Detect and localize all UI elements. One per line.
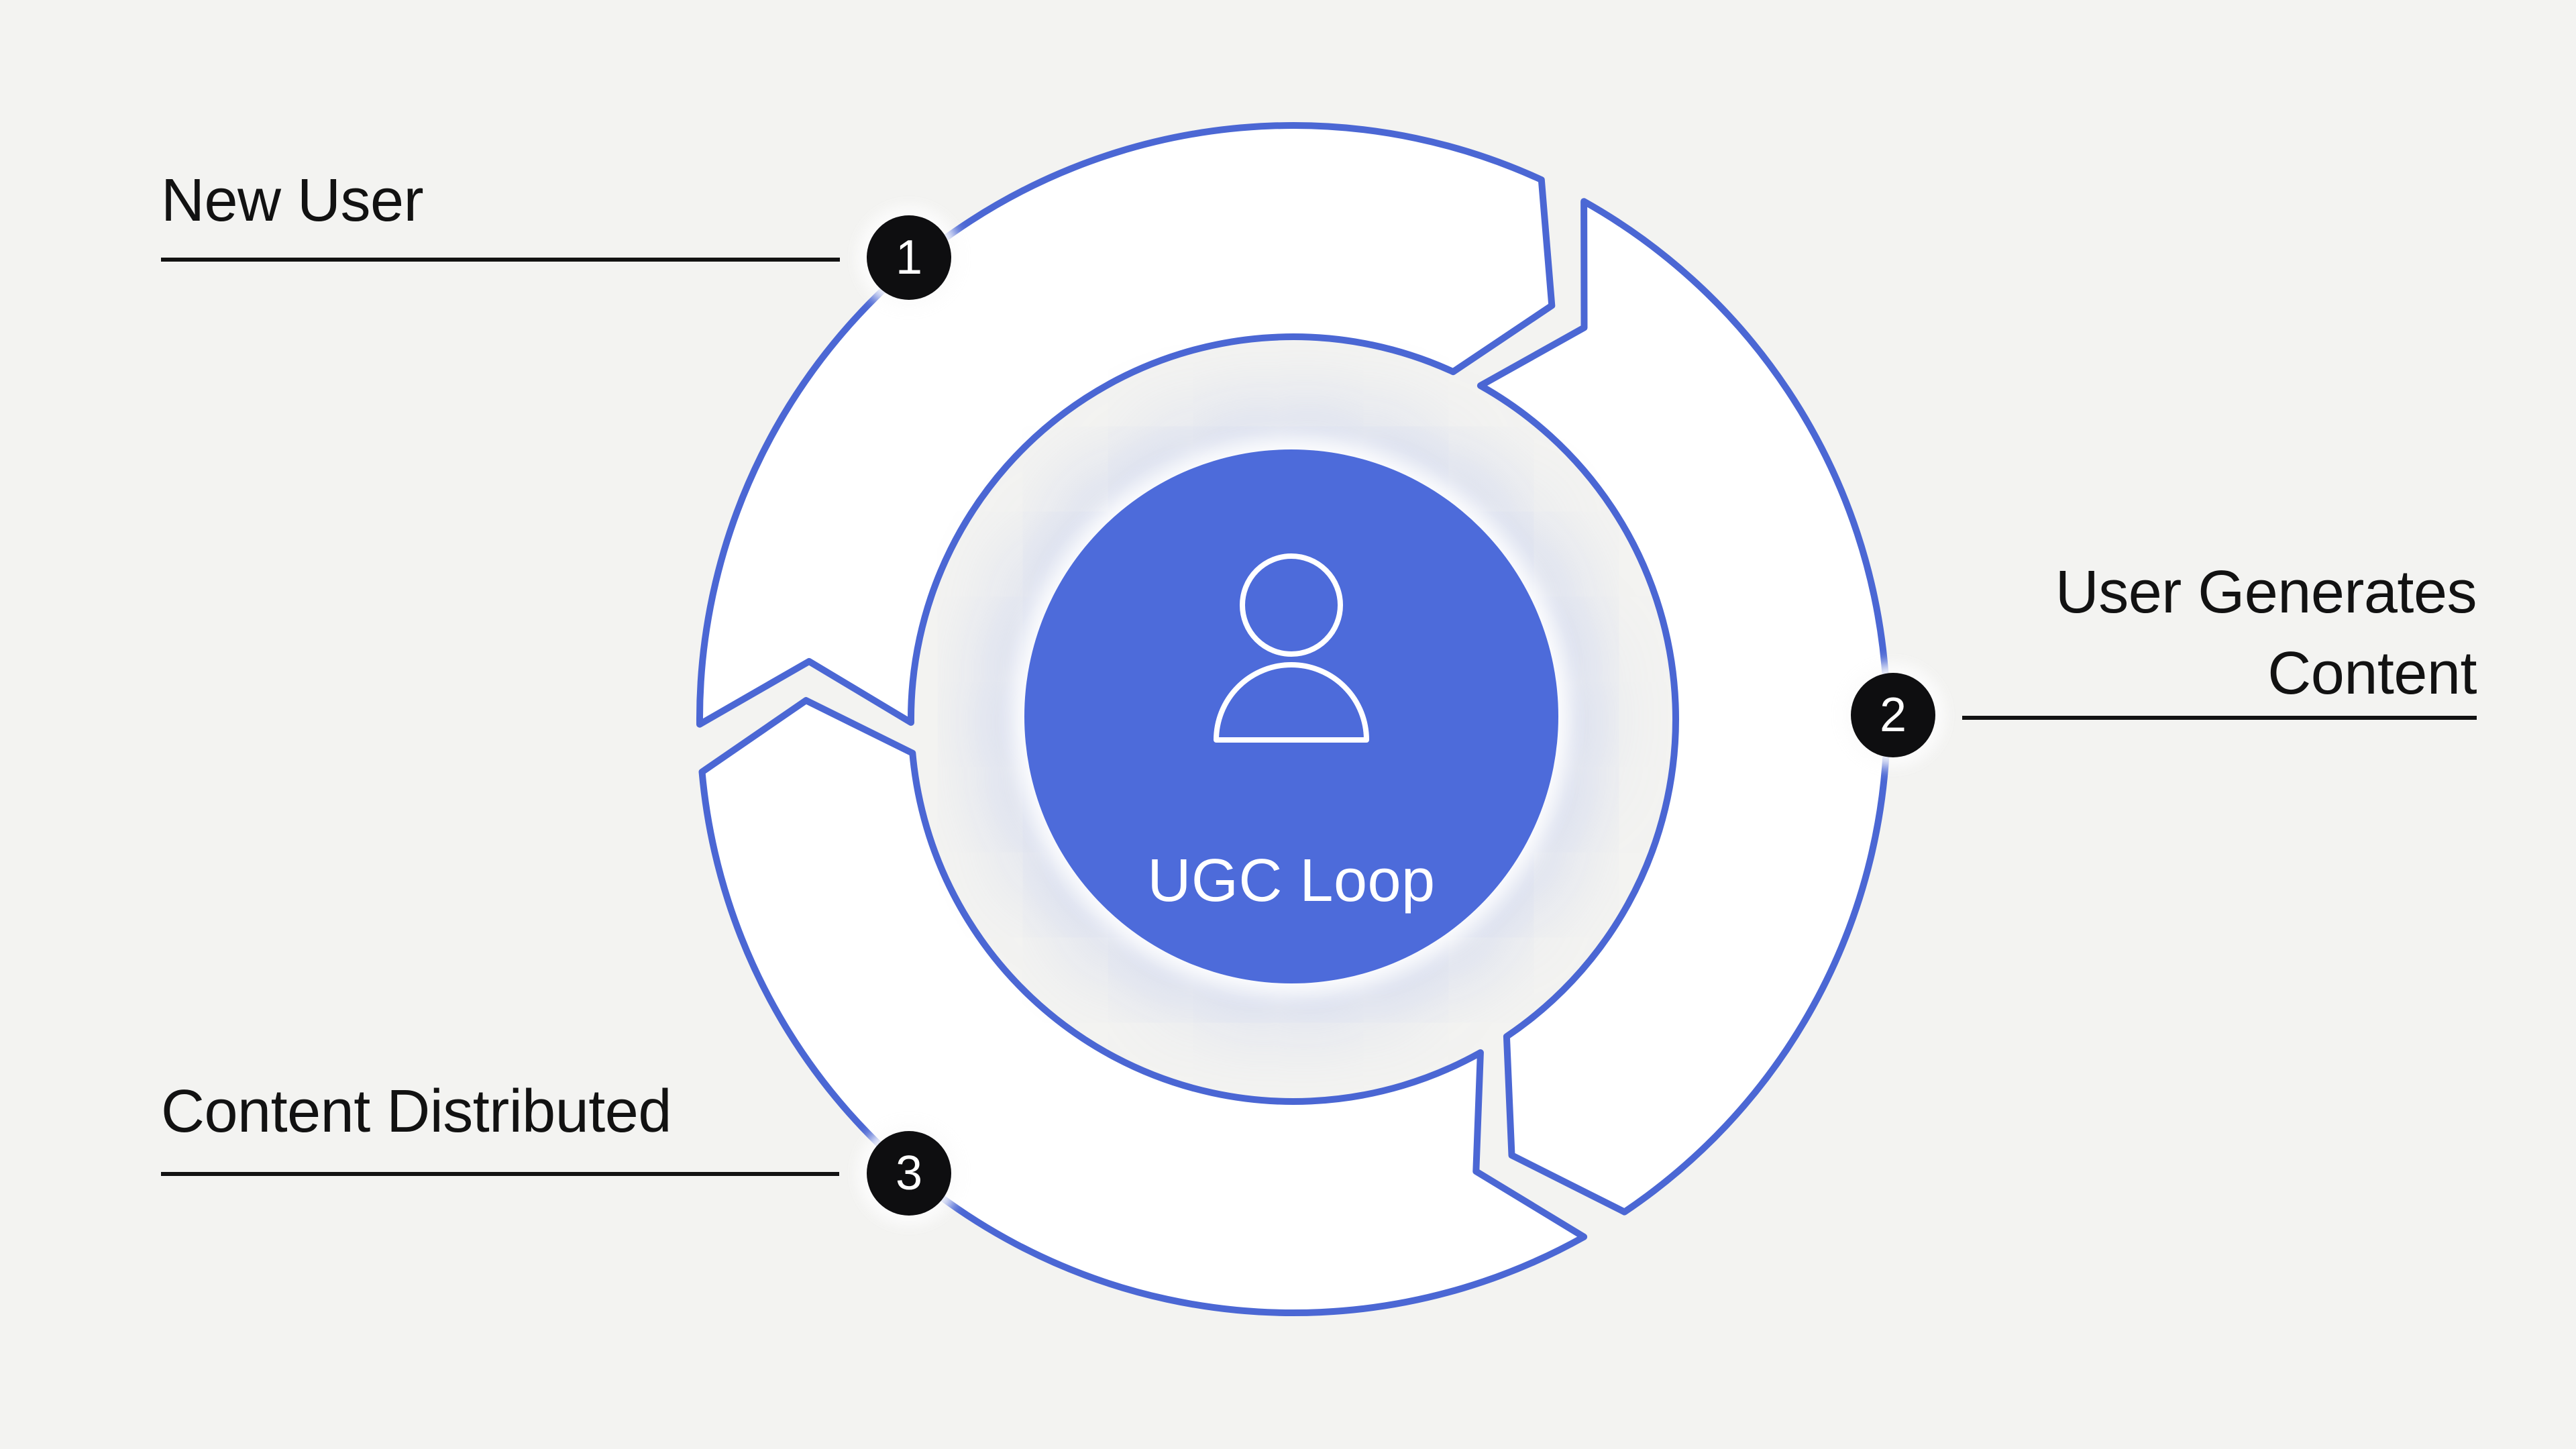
step-1-label: New User — [161, 167, 424, 234]
ring-segment-2 — [1477, 198, 1891, 1216]
step-2-connector-line — [1962, 716, 2477, 720]
step-1-badge: 1 — [867, 215, 951, 300]
step-2-label-line-2: Content — [2267, 640, 2477, 707]
person-shoulders — [1214, 662, 1369, 743]
step-3-badge: 3 — [867, 1131, 951, 1216]
step-2-label-line-1: User Generates — [2055, 559, 2477, 626]
person-head — [1240, 553, 1343, 657]
step-2-label: User Generates Content — [1610, 552, 2477, 714]
step-3-label: Content Distributed — [161, 1078, 672, 1145]
step-1-connector-line — [161, 258, 840, 262]
step-3-connector-line — [161, 1172, 839, 1176]
person-icon — [1214, 553, 1369, 743]
step-2-badge: 2 — [1851, 673, 1935, 757]
center-label: UGC Loop — [1147, 847, 1436, 914]
center-disc: UGC Loop — [1024, 449, 1558, 983]
